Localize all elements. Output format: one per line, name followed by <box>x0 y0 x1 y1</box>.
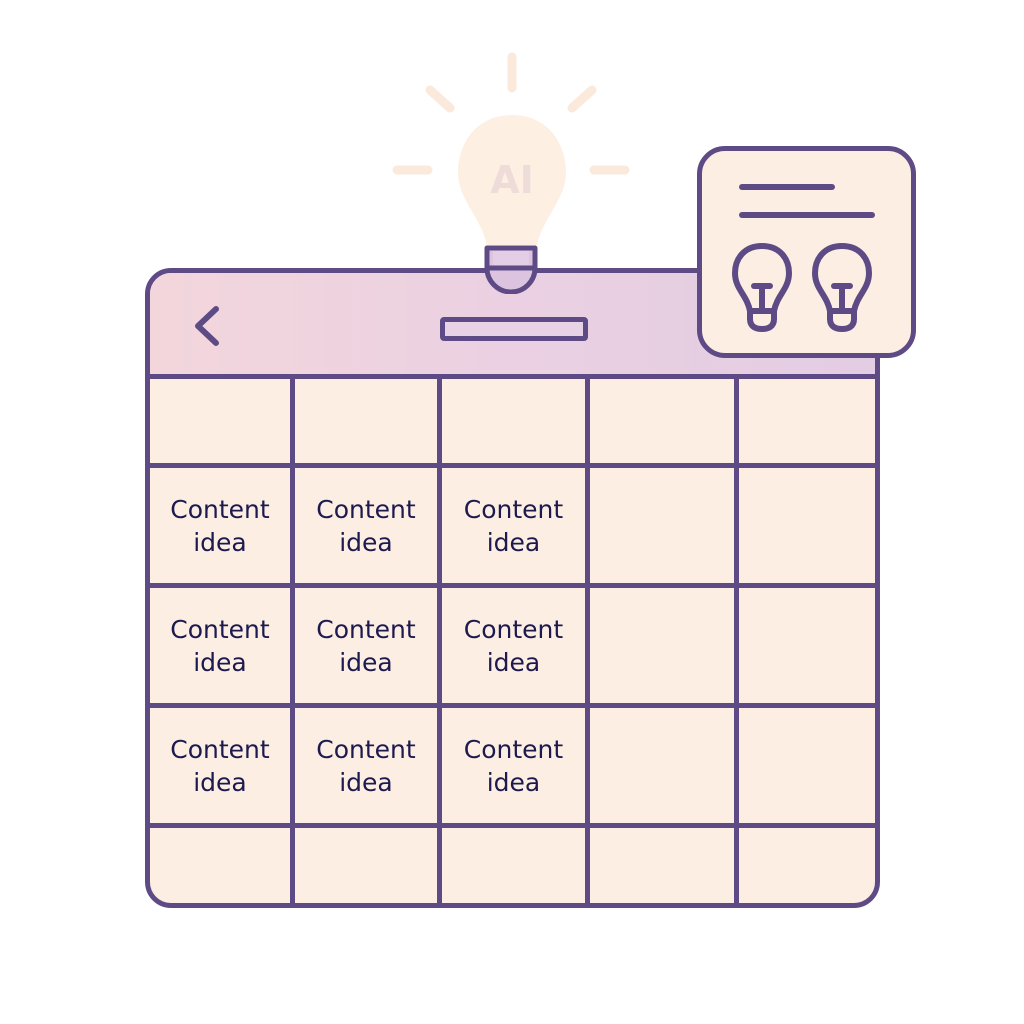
calendar-cell[interactable] <box>590 708 734 823</box>
ideas-note-card[interactable] <box>697 146 916 358</box>
calendar-cell[interactable] <box>590 828 734 903</box>
calendar-title-bar <box>440 317 588 341</box>
bulb-base-icon <box>484 245 538 294</box>
calendar-cell[interactable] <box>590 379 734 463</box>
calendar-cell[interactable] <box>442 379 585 463</box>
calendar-cell[interactable] <box>739 468 875 583</box>
calendar-cell[interactable] <box>739 379 875 463</box>
calendar-cell[interactable] <box>295 379 437 463</box>
lightbulb-icon <box>812 243 872 332</box>
calendar-cell[interactable] <box>739 588 875 703</box>
text-lines-icon <box>739 184 875 218</box>
calendar-cell[interactable] <box>442 828 585 903</box>
calendar-cell[interactable] <box>295 828 437 903</box>
calendar-cell[interactable] <box>590 468 734 583</box>
lightbulb-icon <box>732 243 792 332</box>
calendar-cell[interactable] <box>150 379 290 463</box>
calendar-cell[interactable] <box>739 708 875 823</box>
calendar-cell[interactable] <box>150 828 290 903</box>
svg-text:AI: AI <box>490 158 534 202</box>
ai-lightbulb-icon: AI <box>392 52 630 245</box>
calendar-cell[interactable] <box>739 828 875 903</box>
calendar-cell[interactable] <box>590 588 734 703</box>
chevron-left-icon[interactable] <box>188 301 228 351</box>
